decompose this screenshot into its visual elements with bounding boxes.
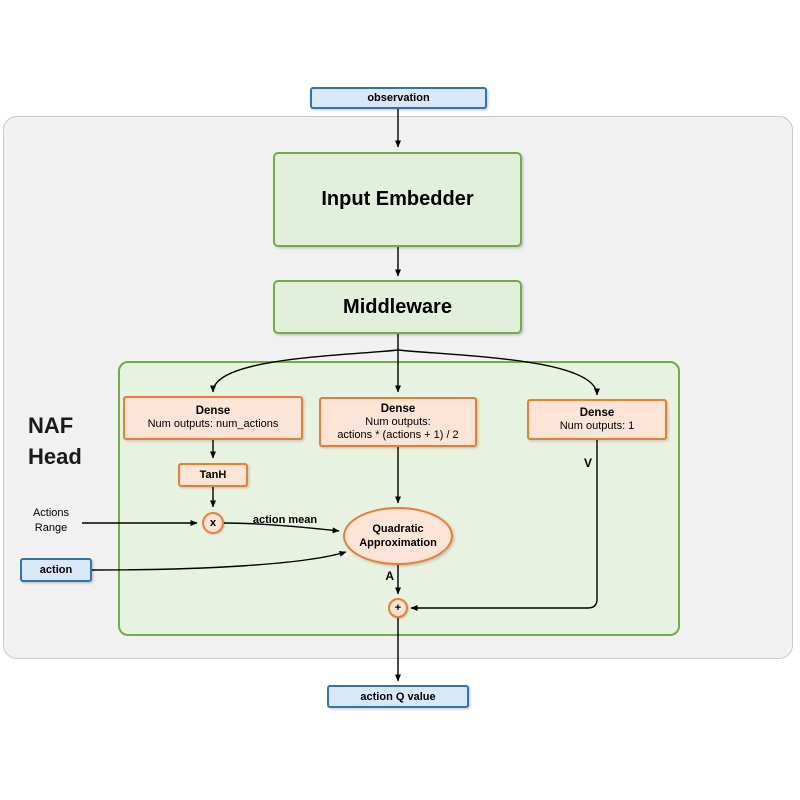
dense-matrix-subtitle2: actions * (actions + 1) / 2 xyxy=(337,428,459,441)
node-dense-value: Dense Num outputs: 1 xyxy=(527,399,667,440)
dense-actions-title: Dense xyxy=(195,405,231,417)
actions-range-line2: Range xyxy=(34,522,68,534)
quadratic-line1: Quadratic xyxy=(372,523,424,535)
edge-label-advantage: A xyxy=(385,569,394,583)
quadratic-line2: Approximation xyxy=(359,537,437,549)
node-observation: observation xyxy=(310,87,487,109)
edge-label-state-value: V xyxy=(583,456,592,470)
node-middleware: Middleware xyxy=(273,280,522,334)
dense-value-title: Dense xyxy=(579,406,615,419)
edge-label-action-mean: action mean xyxy=(252,514,318,526)
naf-head-title-line1: NAF xyxy=(28,413,74,438)
actions-range-label: Actions Range xyxy=(21,506,81,536)
node-dense-actions: Dense Num outputs: num_actions xyxy=(123,396,303,440)
edge-multiply-quadratic xyxy=(223,522,340,534)
dense-matrix-title: Dense xyxy=(380,402,416,415)
dense-value-subtitle: Num outputs: 1 xyxy=(559,419,635,432)
edge-branch-right xyxy=(397,349,600,396)
add-operator: + xyxy=(388,598,408,618)
naf-head-title-line2: Head xyxy=(28,444,82,469)
naf-head-title: NAF Head xyxy=(28,410,82,472)
node-tanh: TanH xyxy=(178,463,248,487)
edge-action-quadratic xyxy=(91,550,347,571)
node-input-embedder: Input Embedder xyxy=(273,152,522,247)
edge-branch-left xyxy=(210,349,399,393)
dense-actions-subtitle: Num outputs: num_actions xyxy=(147,418,279,430)
node-dense-matrix: Dense Num outputs: actions * (actions + … xyxy=(319,397,477,447)
node-action-q-value: action Q value xyxy=(327,685,469,708)
node-action-input: action xyxy=(20,558,92,582)
dense-matrix-subtitle: Num outputs: xyxy=(365,415,431,428)
actions-range-line1: Actions xyxy=(32,507,70,519)
edge-densevalue-add xyxy=(410,440,598,611)
multiply-operator: x xyxy=(202,512,224,534)
node-quadratic-approximation: Quadratic Approximation xyxy=(343,507,453,565)
